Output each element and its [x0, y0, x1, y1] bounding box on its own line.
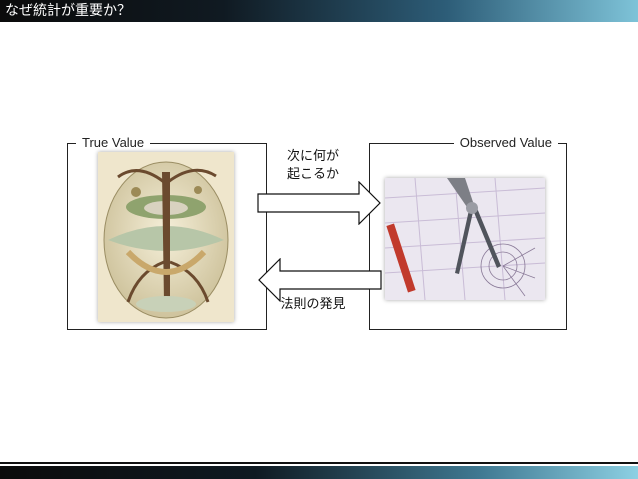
true-value-label: True Value — [76, 135, 151, 151]
slide-title: なぜ統計が重要か？ — [5, 3, 131, 19]
arrow-left — [258, 258, 382, 302]
what-happens-next-text: 次に何が 起こるか — [278, 148, 348, 184]
title-bar: なぜ統計が重要か？ — [0, 0, 638, 22]
what-happens-next-line1: 次に何が — [286, 149, 339, 164]
compass-illustration — [385, 178, 545, 300]
footer-divider — [0, 462, 638, 464]
observed-value-label: Observed Value — [453, 135, 558, 151]
what-happens-next-line2: 起こるか — [286, 167, 339, 182]
arrow-right — [257, 181, 381, 225]
discover-law-text: 法則の発見 — [280, 297, 346, 312]
true-value-panel: True Value — [67, 135, 267, 330]
observed-value-panel: Observed Value — [369, 135, 567, 330]
footer-bar — [0, 466, 638, 479]
compass-drawing-image — [385, 178, 545, 300]
world-tree-illustration — [98, 152, 234, 322]
world-tree-image — [98, 152, 234, 322]
